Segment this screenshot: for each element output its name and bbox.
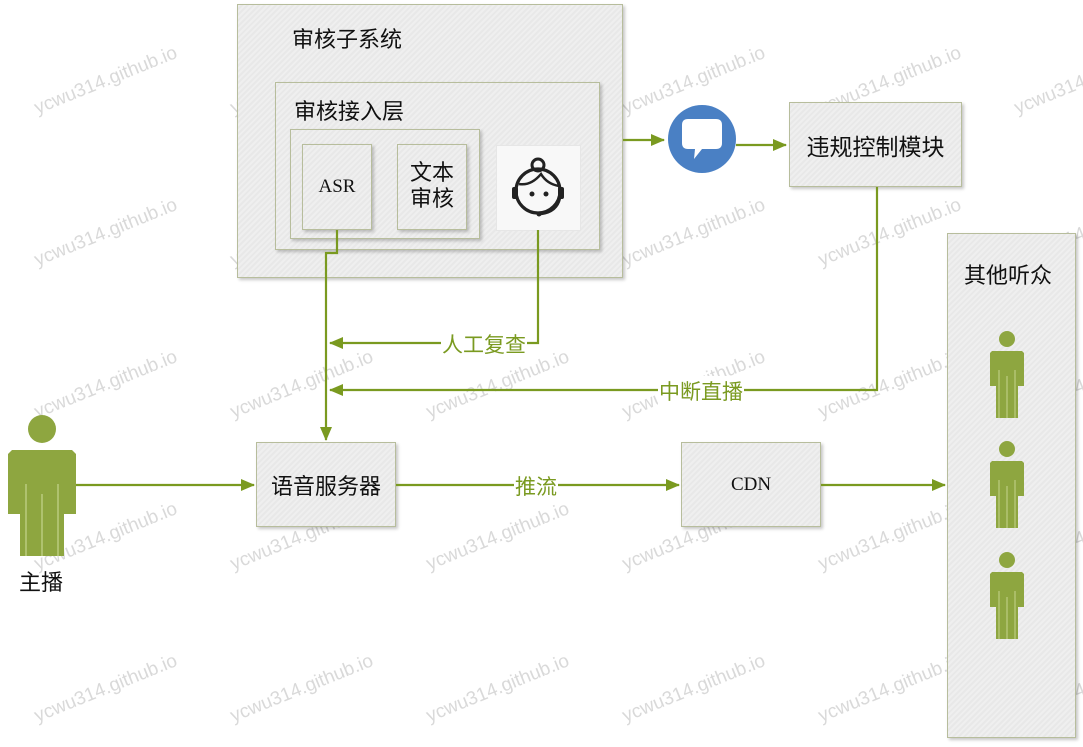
audience-person-icon-1	[990, 331, 1024, 418]
broadcaster-person-icon	[8, 415, 76, 556]
text-review-label-line2: 审核	[409, 187, 454, 212]
human-reviewer-box	[496, 145, 581, 231]
watermark-text: ycwu314.github.io	[31, 650, 181, 727]
watermark-text: ycwu314.github.io	[227, 650, 377, 727]
broadcaster-label: 主播	[19, 571, 64, 596]
voice-server-label: 语音服务器	[270, 474, 381, 500]
watermark-text: ycwu314.github.io	[423, 498, 573, 575]
watermark-text: ycwu314.github.io	[619, 650, 769, 727]
watermark-text: ycwu314.github.io	[815, 650, 965, 727]
asr-box: ASR	[302, 144, 372, 230]
headset-agent-icon	[512, 157, 564, 217]
watermark-text: ycwu314.github.io	[815, 346, 965, 423]
push-stream-edge-label: 推流	[514, 471, 558, 501]
text-review-box: 文本 审核	[397, 144, 467, 230]
cdn-label: CDN	[730, 473, 772, 495]
watermark-text: ycwu314.github.io	[227, 346, 377, 423]
voice-server-box: 语音服务器	[256, 442, 396, 527]
review-subsystem-title: 审核子系统	[292, 28, 403, 53]
review-access-layer-title: 审核接入层	[294, 100, 405, 125]
watermark-text: ycwu314.github.io	[619, 194, 769, 271]
manual-review-edge-label: 人工复查	[441, 329, 527, 359]
chat-bubble-glyph	[682, 119, 722, 159]
violation-control-label: 违规控制模块	[806, 134, 945, 161]
asr-label: ASR	[318, 176, 356, 197]
watermark-text: ycwu314.github.io	[815, 194, 965, 271]
watermark-text: ycwu314.github.io	[423, 650, 573, 727]
watermark-text: ycwu314.github.io	[31, 346, 181, 423]
watermark-text: ycwu314.github.io	[815, 498, 965, 575]
audience-title: 其他听众	[964, 264, 1053, 289]
chat-bubble-icon	[668, 105, 736, 173]
watermark-text: ycwu314.github.io	[31, 42, 181, 119]
audience-person-icon-2	[990, 441, 1024, 528]
watermark-text: ycwu314.github.io	[1011, 42, 1083, 119]
text-review-label-line1: 文本	[409, 161, 454, 186]
audience-person-icon-3	[990, 552, 1024, 639]
interrupt-live-edge-label: 中断直播	[658, 376, 744, 406]
violation-control-module: 违规控制模块	[789, 102, 962, 187]
watermark-text: ycwu314.github.io	[31, 194, 181, 271]
cdn-box: CDN	[681, 442, 821, 527]
